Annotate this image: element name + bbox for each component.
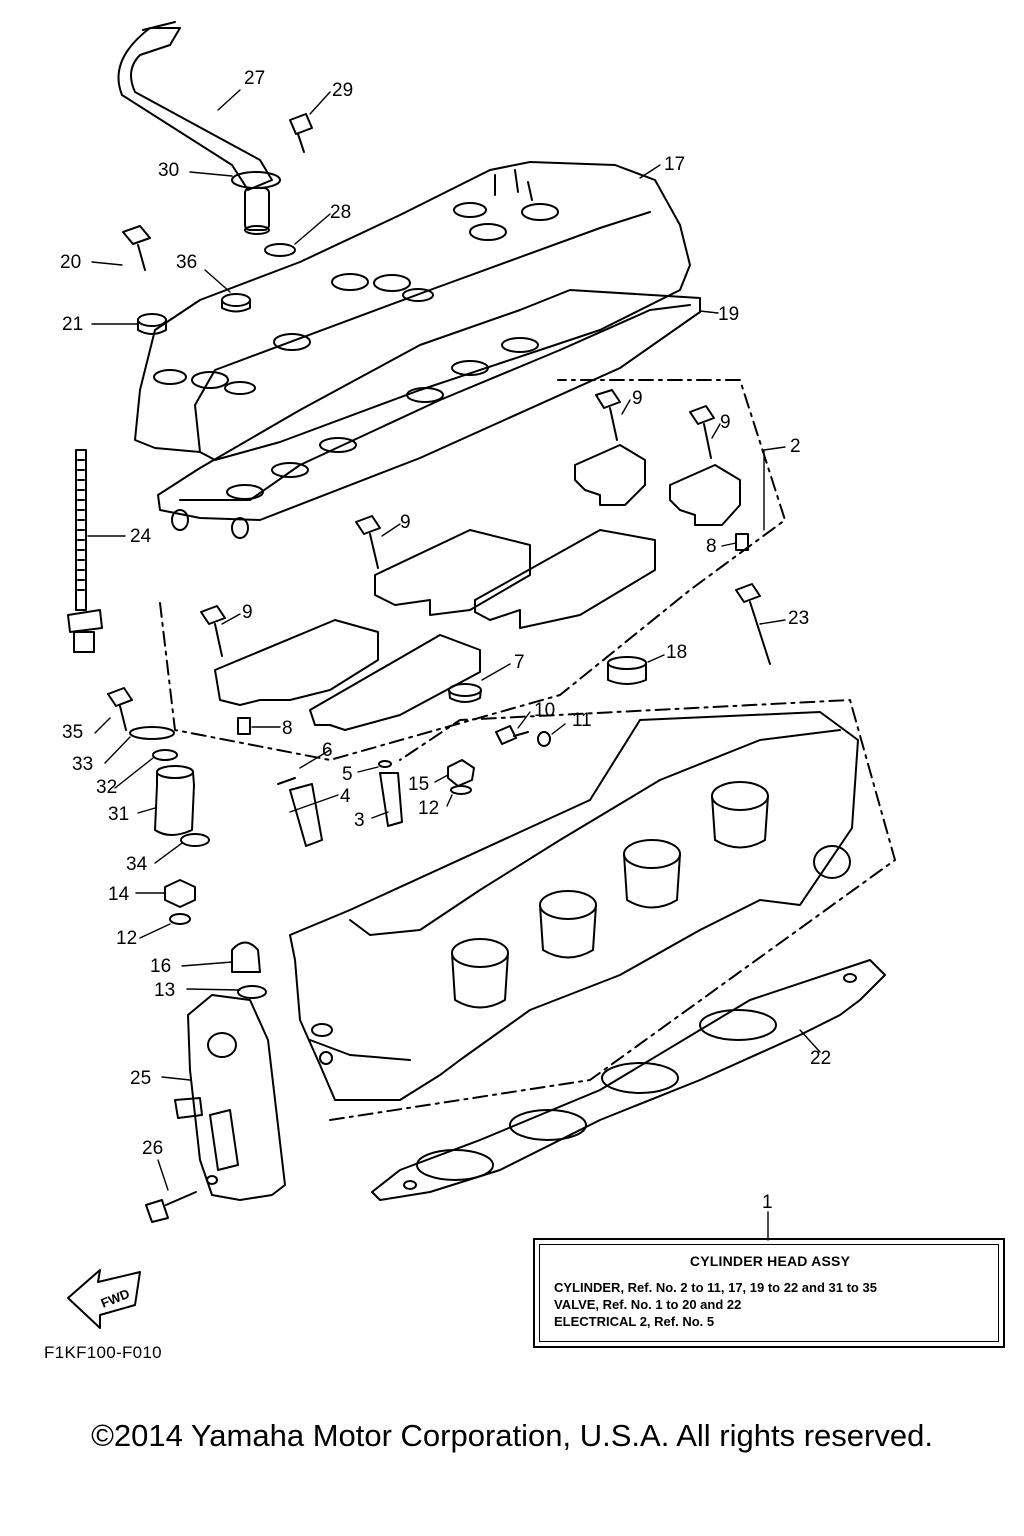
dowel-8b-drawing xyxy=(237,717,251,735)
bolt-29-drawing xyxy=(289,113,313,153)
callout-8-left: 8 xyxy=(282,718,293,739)
washer-11-drawing xyxy=(537,731,551,747)
callout-12-left: 12 xyxy=(116,928,137,949)
reference-box: CYLINDER HEAD ASSY CYLINDER, Ref. No. 2 … xyxy=(533,1238,1005,1348)
washer-13-drawing xyxy=(237,985,267,999)
callout-36: 36 xyxy=(176,252,197,273)
cable-tie-24-drawing xyxy=(67,449,103,653)
washer-32-drawing xyxy=(152,749,178,761)
callout-17: 17 xyxy=(664,154,685,175)
callout-35: 35 xyxy=(62,722,83,743)
breather-hose-drawing xyxy=(117,21,281,235)
callout-15: 15 xyxy=(408,774,429,795)
bolt-35-drawing xyxy=(107,687,133,731)
callout-6: 6 xyxy=(322,740,333,761)
washer-12b-drawing xyxy=(169,913,191,925)
callout-14: 14 xyxy=(108,884,130,905)
callout-4: 4 xyxy=(340,786,351,807)
callout-21: 21 xyxy=(62,314,83,335)
bracket-plate-25-drawing xyxy=(174,994,286,1201)
callout-22: 22 xyxy=(810,1048,831,1069)
reference-line-cylinder: CYLINDER, Ref. No. 2 to 11, 17, 19 to 22… xyxy=(554,1280,877,1295)
callout-23: 23 xyxy=(788,608,809,629)
callout-18: 18 xyxy=(666,642,687,663)
tappet-18-drawing xyxy=(607,656,647,685)
bolt-26-drawing xyxy=(145,1191,197,1223)
dowel-8a-drawing xyxy=(735,533,749,551)
valve-parts-drawing xyxy=(277,759,475,847)
leader-lines xyxy=(87,89,821,1241)
callout-8-right: 8 xyxy=(706,536,717,557)
grommet-21-drawing xyxy=(137,313,167,335)
callout-16: 16 xyxy=(150,956,171,977)
bolts-9-drawing xyxy=(200,389,771,665)
head-gasket-22-drawing xyxy=(371,959,886,1201)
cap-group-boundary xyxy=(159,379,786,761)
callout-33: 33 xyxy=(72,754,93,775)
reference-box-inner: CYLINDER HEAD ASSY CYLINDER, Ref. No. 2 … xyxy=(539,1244,999,1342)
reference-title: CYLINDER HEAD ASSY xyxy=(689,1253,851,1269)
reference-line-valve: VALVE, Ref. No. 1 to 20 and 22 xyxy=(554,1297,742,1312)
nut-14-drawing xyxy=(164,879,196,908)
callout-27: 27 xyxy=(244,68,265,89)
callout-9-left: 9 xyxy=(242,602,253,623)
callout-30: 30 xyxy=(158,160,179,181)
cover-gasket-19-drawing xyxy=(157,289,701,539)
callout-5: 5 xyxy=(342,764,353,785)
bolt-20-drawing xyxy=(122,225,151,271)
callout-1: 1 xyxy=(762,1192,773,1213)
reference-line-electrical: ELECTRICAL 2, Ref. No. 5 xyxy=(554,1314,715,1329)
copyright-notice: ©2014 Yamaha Motor Corporation, U.S.A. A… xyxy=(91,1418,933,1453)
nut-16-drawing xyxy=(231,941,261,973)
callout-numbers: 27 29 30 17 28 20 36 21 19 9 9 2 24 9 8 … xyxy=(60,68,831,1213)
callout-9-top: 9 xyxy=(632,388,643,409)
callout-20: 20 xyxy=(60,252,81,273)
callout-19: 19 xyxy=(718,304,739,325)
callout-11: 11 xyxy=(572,710,592,731)
bolt-10-drawing xyxy=(495,725,529,745)
seal-7-drawing xyxy=(448,683,482,703)
figure-code: F1KF100-F010 xyxy=(44,1343,162,1362)
callout-24: 24 xyxy=(130,526,152,547)
holder-31-drawing xyxy=(154,765,195,836)
plug-36-drawing xyxy=(221,293,251,313)
callout-9-right: 9 xyxy=(720,412,731,433)
callout-32: 32 xyxy=(96,777,117,798)
fwd-arrow-icon xyxy=(67,1269,141,1329)
callout-2: 2 xyxy=(790,436,801,457)
callout-25: 25 xyxy=(130,1068,151,1089)
callout-26: 26 xyxy=(142,1138,163,1159)
plate-33-drawing xyxy=(129,726,175,740)
oring-28-drawing xyxy=(264,243,296,257)
callout-31: 31 xyxy=(108,804,129,825)
callout-9-mid: 9 xyxy=(400,512,411,533)
callout-10: 10 xyxy=(534,700,555,721)
head-cover-17-drawing xyxy=(134,161,691,461)
callout-7: 7 xyxy=(514,652,525,673)
callout-28: 28 xyxy=(330,202,351,223)
oring-34-drawing xyxy=(180,833,210,847)
callout-29: 29 xyxy=(332,80,353,101)
callout-13: 13 xyxy=(154,980,175,1001)
cylinder-head-drawing xyxy=(289,711,859,1101)
callout-34: 34 xyxy=(126,854,148,875)
callout-12-right: 12 xyxy=(418,798,439,819)
cam-caps-drawing xyxy=(214,444,741,731)
callout-3: 3 xyxy=(354,810,365,831)
